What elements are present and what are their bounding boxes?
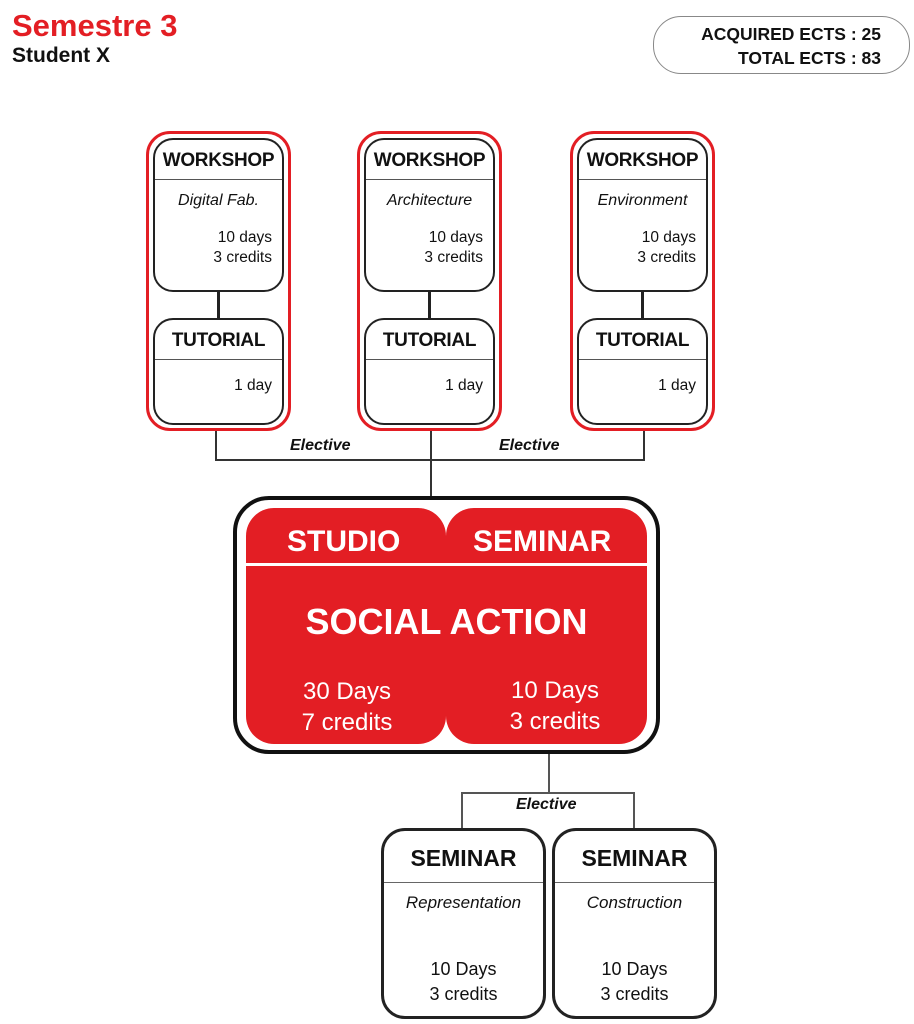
workshop-card: WORKSHOP Architecture 10 days 3 credits xyxy=(364,138,495,292)
credits: 3 credits xyxy=(213,249,272,266)
seminar-label: SEMINAR xyxy=(473,525,612,558)
credits: 7 credits xyxy=(301,709,393,736)
credits: 3 credits xyxy=(424,249,483,266)
credits: 3 credits xyxy=(509,708,601,735)
studio-panel xyxy=(246,508,446,744)
tutorial-card: TUTORIAL 1 day xyxy=(577,318,708,425)
duration: 10 Days xyxy=(510,677,600,704)
seminar-info: 10 Days 3 credits xyxy=(485,675,625,737)
duration: 10 days xyxy=(217,229,272,246)
page-title: Semestre 3 xyxy=(12,8,178,43)
workshop-name: Digital Fab. xyxy=(178,192,259,209)
duration: 10 days xyxy=(641,229,696,246)
workshop-card: WORKSHOP Environment 10 days 3 credits xyxy=(577,138,708,292)
duration: 1 day xyxy=(658,377,696,394)
tutorial-card: TUTORIAL 1 day xyxy=(153,318,284,425)
card-header: WORKSHOP xyxy=(366,140,493,180)
divider xyxy=(246,563,647,566)
connector xyxy=(633,792,635,829)
core-module-social-action: STUDIO SEMINAR SOCIAL ACTION 30 Days 7 cr… xyxy=(233,496,660,754)
card-header: WORKSHOP xyxy=(155,140,282,180)
duration: 1 day xyxy=(445,377,483,394)
seminar-card-representation: SEMINAR Representation 10 Days 3 credits xyxy=(381,828,546,1019)
seminar-name: Construction xyxy=(586,893,683,912)
card-header: TUTORIAL xyxy=(155,320,282,360)
duration: 30 Days xyxy=(302,678,392,705)
credits: 3 credits xyxy=(429,984,498,1004)
workshop-group-architecture: WORKSHOP Architecture 10 days 3 credits T… xyxy=(357,131,502,431)
seminar-name: Representation xyxy=(405,893,522,912)
card-header: WORKSHOP xyxy=(579,140,706,180)
module-title: SOCIAL ACTION xyxy=(305,601,588,642)
connector xyxy=(430,431,432,497)
duration: 1 day xyxy=(234,377,272,394)
workshop-name: Environment xyxy=(597,192,688,209)
workshop-name: Architecture xyxy=(386,192,473,209)
elective-label: Elective xyxy=(290,437,351,454)
duration: 10 days xyxy=(428,229,483,246)
seminar-card-construction: SEMINAR Construction 10 Days 3 credits xyxy=(552,828,717,1019)
seminar-panel xyxy=(446,508,647,744)
student-name: Student X xyxy=(12,44,110,67)
connector xyxy=(215,431,217,460)
duration: 10 Days xyxy=(601,959,668,979)
credits: 3 credits xyxy=(600,984,669,1004)
card-header: SEMINAR xyxy=(384,831,543,883)
ects-summary: ACQUIRED ECTS : 25 TOTAL ECTS : 83 xyxy=(653,16,910,74)
connector xyxy=(641,292,644,318)
connector xyxy=(548,754,550,793)
card-header: TUTORIAL xyxy=(579,320,706,360)
workshop-group-digital-fab: WORKSHOP Digital Fab. 10 days 3 credits T… xyxy=(146,131,291,431)
credits: 3 credits xyxy=(637,249,696,266)
workshop-card: WORKSHOP Digital Fab. 10 days 3 credits xyxy=(153,138,284,292)
studio-info: 30 Days 7 credits xyxy=(277,676,417,738)
connector xyxy=(461,792,634,794)
connector xyxy=(217,292,220,318)
studio-label: STUDIO xyxy=(287,525,401,558)
duration: 10 Days xyxy=(430,959,497,979)
card-header: TUTORIAL xyxy=(366,320,493,360)
connector xyxy=(643,431,645,460)
connector xyxy=(461,792,463,829)
card-header: SEMINAR xyxy=(555,831,714,883)
total-ects: TOTAL ECTS : 83 xyxy=(738,48,881,68)
connector xyxy=(428,292,431,318)
workshop-group-environment: WORKSHOP Environment 10 days 3 credits TU… xyxy=(570,131,715,431)
tutorial-card: TUTORIAL 1 day xyxy=(364,318,495,425)
elective-label: Elective xyxy=(516,796,577,813)
elective-label: Elective xyxy=(499,437,560,454)
acquired-ects: ACQUIRED ECTS : 25 xyxy=(701,24,881,44)
